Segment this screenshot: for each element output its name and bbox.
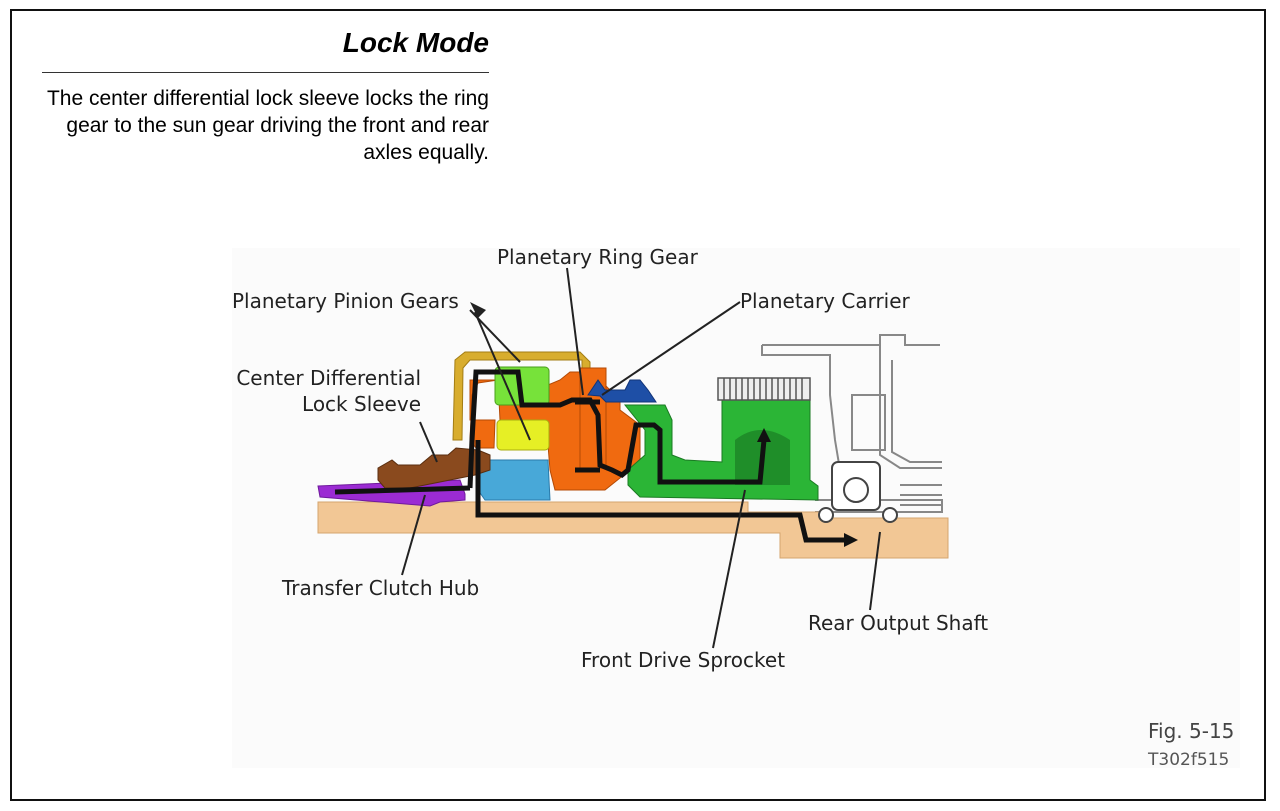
label-planetary-carrier: Planetary Carrier xyxy=(740,289,911,313)
leader-lines xyxy=(401,267,881,649)
flow-arrow-right xyxy=(844,533,858,547)
ring-gear-inner-section xyxy=(579,367,607,469)
flow-arrow-up xyxy=(757,428,771,442)
page-title: Lock Mode xyxy=(342,27,489,58)
transfer-clutch-hub xyxy=(317,479,466,507)
power-flow-path xyxy=(334,369,848,543)
label-front-drive-sprocket: Front Drive Sprocket xyxy=(581,648,785,672)
label-center-differential-line2: Lock Sleeve xyxy=(302,392,421,416)
label-rear-output-shaft: Rear Output Shaft xyxy=(808,611,988,635)
leader-arrowhead-pinion-1 xyxy=(470,302,486,318)
figure-code: T302f515 xyxy=(1147,750,1229,770)
transfer-case-housing xyxy=(761,334,943,513)
figure-number: Fig. 5-15 xyxy=(1148,719,1234,743)
sprocket-chain xyxy=(717,377,811,401)
page-frame xyxy=(10,9,1266,801)
pinion-gear-bottom xyxy=(496,419,550,451)
label-planetary-ring-gear: Planetary Ring Gear xyxy=(497,245,699,269)
page-description: The center differential lock sleeve lock… xyxy=(46,87,489,164)
label-planetary-pinion-gears: Planetary Pinion Gears xyxy=(232,289,459,313)
label-center-differential-line1: Center Differential xyxy=(236,366,421,390)
title-divider xyxy=(42,72,489,73)
label-transfer-clutch-hub: Transfer Clutch Hub xyxy=(281,576,479,600)
rear-bearing xyxy=(818,461,898,523)
planetary-carrier xyxy=(587,379,657,403)
